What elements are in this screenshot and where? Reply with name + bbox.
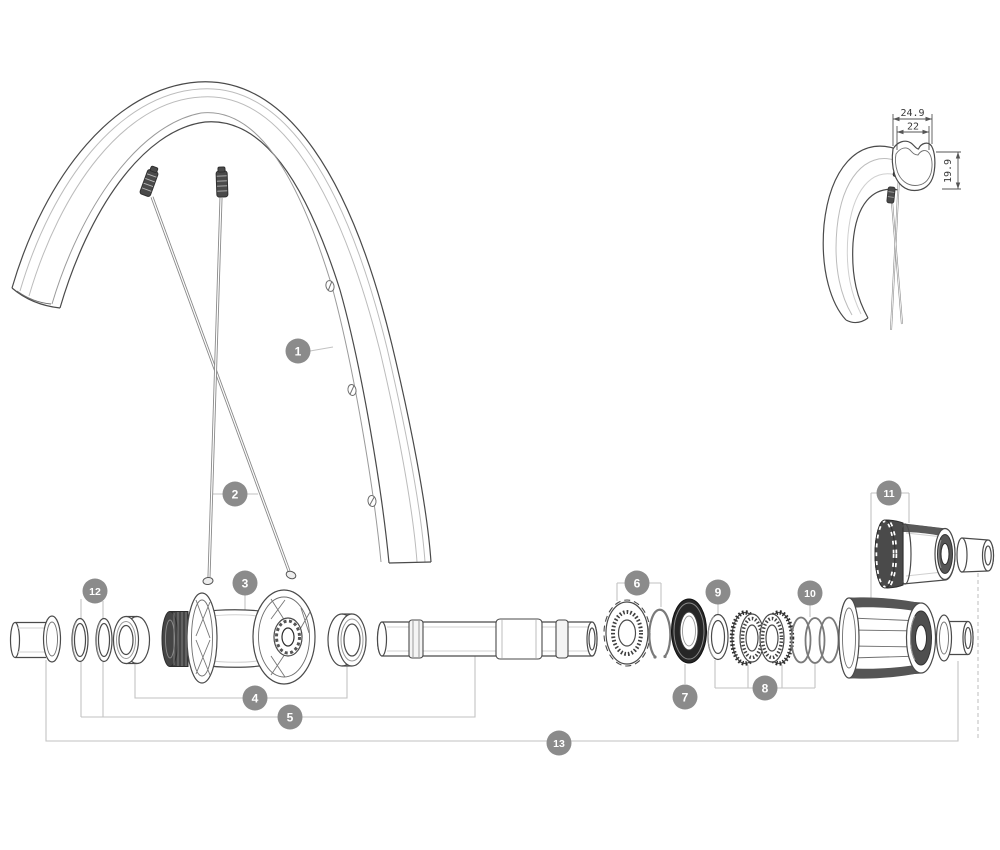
spoke-left-core xyxy=(151,196,290,572)
spoke-head-right xyxy=(202,576,214,586)
washer xyxy=(707,613,729,661)
spokes-group xyxy=(139,165,297,586)
end-cap-left xyxy=(9,615,62,663)
spacer-rings xyxy=(71,617,113,663)
rim-spoke-holes xyxy=(325,280,377,507)
callout-7: 7 xyxy=(672,684,698,710)
callout-12: 12 xyxy=(82,578,108,604)
rim-end-cut-right xyxy=(388,561,432,564)
ratchet-ring-2 xyxy=(759,610,795,666)
hub-right-flange xyxy=(252,589,316,685)
callout-1: 1 xyxy=(285,338,311,364)
rim-contour-1 xyxy=(19,88,426,563)
callout-11: 11 xyxy=(876,480,902,506)
leader-8 xyxy=(714,660,816,689)
dimension-22-label: 22 xyxy=(907,122,919,133)
cassette-adapter xyxy=(872,517,956,591)
rim-band-fill xyxy=(12,81,431,563)
dimension-24-9-label: 24.9 xyxy=(900,108,924,119)
callout-5: 5 xyxy=(277,704,303,730)
hub-spline-ring xyxy=(161,611,189,667)
dimension-annotations: 24.9 22 19.9 xyxy=(892,108,961,190)
end-cap-right-upper xyxy=(956,537,995,573)
end-cap-right-lower xyxy=(935,614,974,662)
seal-ring xyxy=(671,598,707,664)
svg-text:7: 7 xyxy=(682,691,689,705)
mini-nipple-2 xyxy=(886,186,896,204)
hub-left-flange xyxy=(186,592,218,684)
callout-13: 13 xyxy=(546,730,572,756)
mini-wheel-rim-section xyxy=(822,145,904,331)
rim-cross-section xyxy=(891,140,936,192)
front-hub-body xyxy=(161,589,316,685)
svg-text:9: 9 xyxy=(715,586,722,600)
freehub-body xyxy=(838,597,937,679)
callout-badges: 1 2 3 4 5 6 7 8 9 10 11 xyxy=(82,338,902,756)
svg-text:1: 1 xyxy=(295,345,302,359)
springs xyxy=(790,616,840,664)
mini-spoke-1-core xyxy=(890,175,900,331)
spoke-right-core xyxy=(208,197,222,578)
spoke-nipple-right xyxy=(215,166,229,198)
svg-text:10: 10 xyxy=(804,588,816,600)
svg-text:6: 6 xyxy=(634,577,641,591)
svg-text:5: 5 xyxy=(287,711,294,725)
hub-bearing-right xyxy=(327,613,367,667)
rim-contour-2 xyxy=(28,96,418,563)
dimension-19-9-label: 19.9 xyxy=(943,159,954,183)
callout-8: 8 xyxy=(752,675,778,701)
rim-end-cut-left xyxy=(11,287,61,309)
leader-4 xyxy=(134,664,348,699)
rim-inner-edge xyxy=(59,121,390,564)
svg-text:8: 8 xyxy=(762,682,769,696)
ratchet-ring-1 xyxy=(729,610,765,666)
rim-drawing xyxy=(11,81,432,564)
callout-9: 9 xyxy=(705,579,731,605)
svg-text:11: 11 xyxy=(883,488,894,500)
rim-inner-face-line xyxy=(51,112,382,563)
snap-ring xyxy=(648,608,672,659)
callout-4: 4 xyxy=(242,685,268,711)
svg-text:2: 2 xyxy=(232,488,239,502)
callout-10: 10 xyxy=(797,580,823,606)
mini-spoke-2-core xyxy=(891,201,903,325)
ratchet-lockring xyxy=(603,599,651,667)
rim-end-cut-left-inner xyxy=(16,290,52,305)
axle xyxy=(376,618,598,660)
svg-text:12: 12 xyxy=(89,586,101,598)
svg-text:4: 4 xyxy=(252,692,259,706)
hub-bearing-left xyxy=(112,615,151,665)
rim-outer-edge xyxy=(11,81,432,563)
svg-text:13: 13 xyxy=(553,738,565,750)
callout-2: 2 xyxy=(222,481,248,507)
callout-6: 6 xyxy=(624,570,650,596)
spoke-head-left xyxy=(285,570,297,580)
spoke-nipple-left xyxy=(139,165,159,197)
leader-13 xyxy=(45,660,959,742)
leader-1 xyxy=(309,346,334,352)
svg-text:3: 3 xyxy=(242,577,249,591)
callout-3: 3 xyxy=(232,570,258,596)
callout-leader-lines xyxy=(45,346,979,742)
